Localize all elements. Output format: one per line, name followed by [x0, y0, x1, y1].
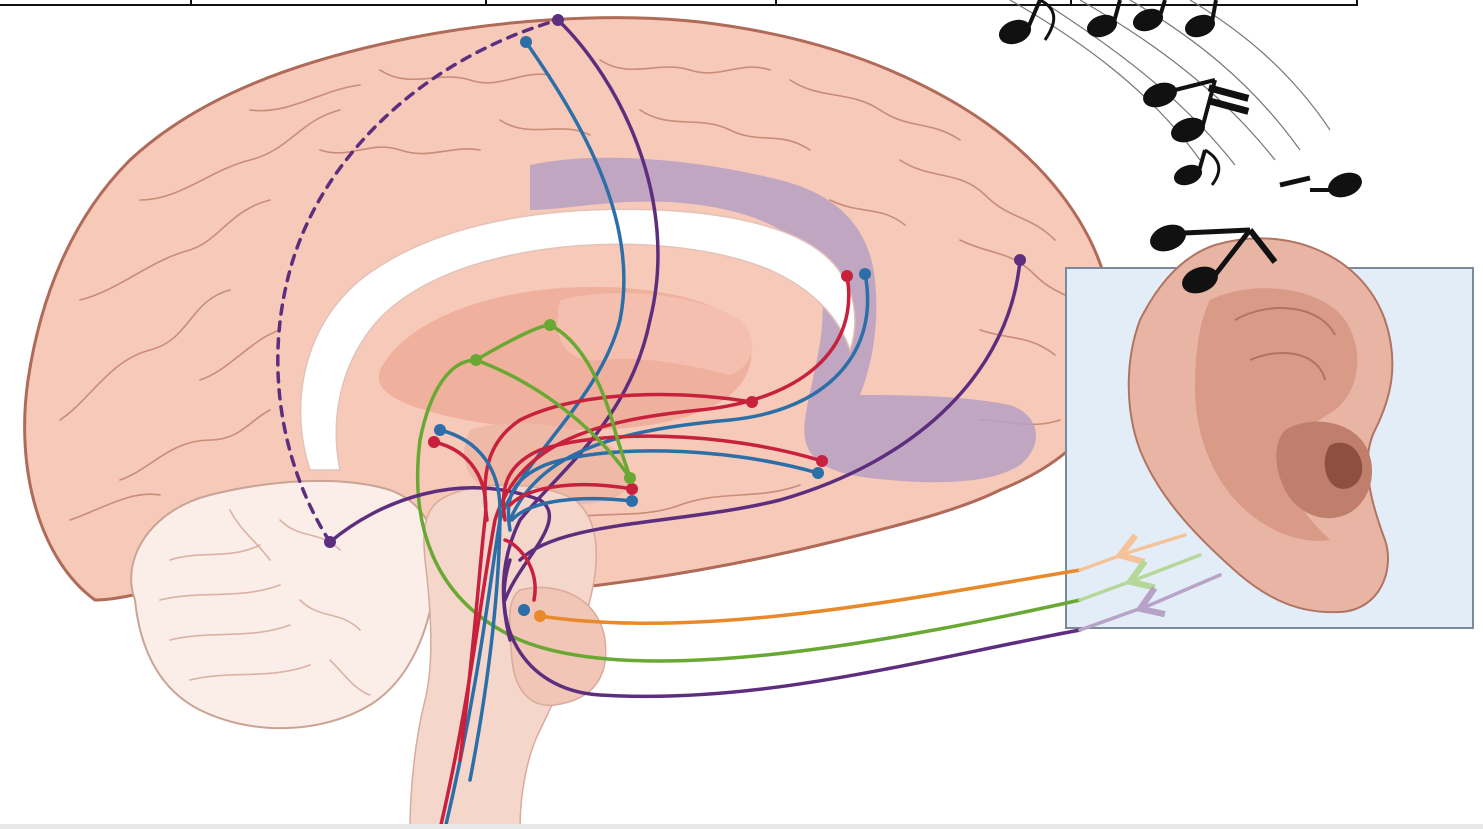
bottom-strip — [0, 824, 1483, 829]
ear-inset-panel — [1066, 238, 1473, 628]
cerebellum — [131, 481, 436, 728]
